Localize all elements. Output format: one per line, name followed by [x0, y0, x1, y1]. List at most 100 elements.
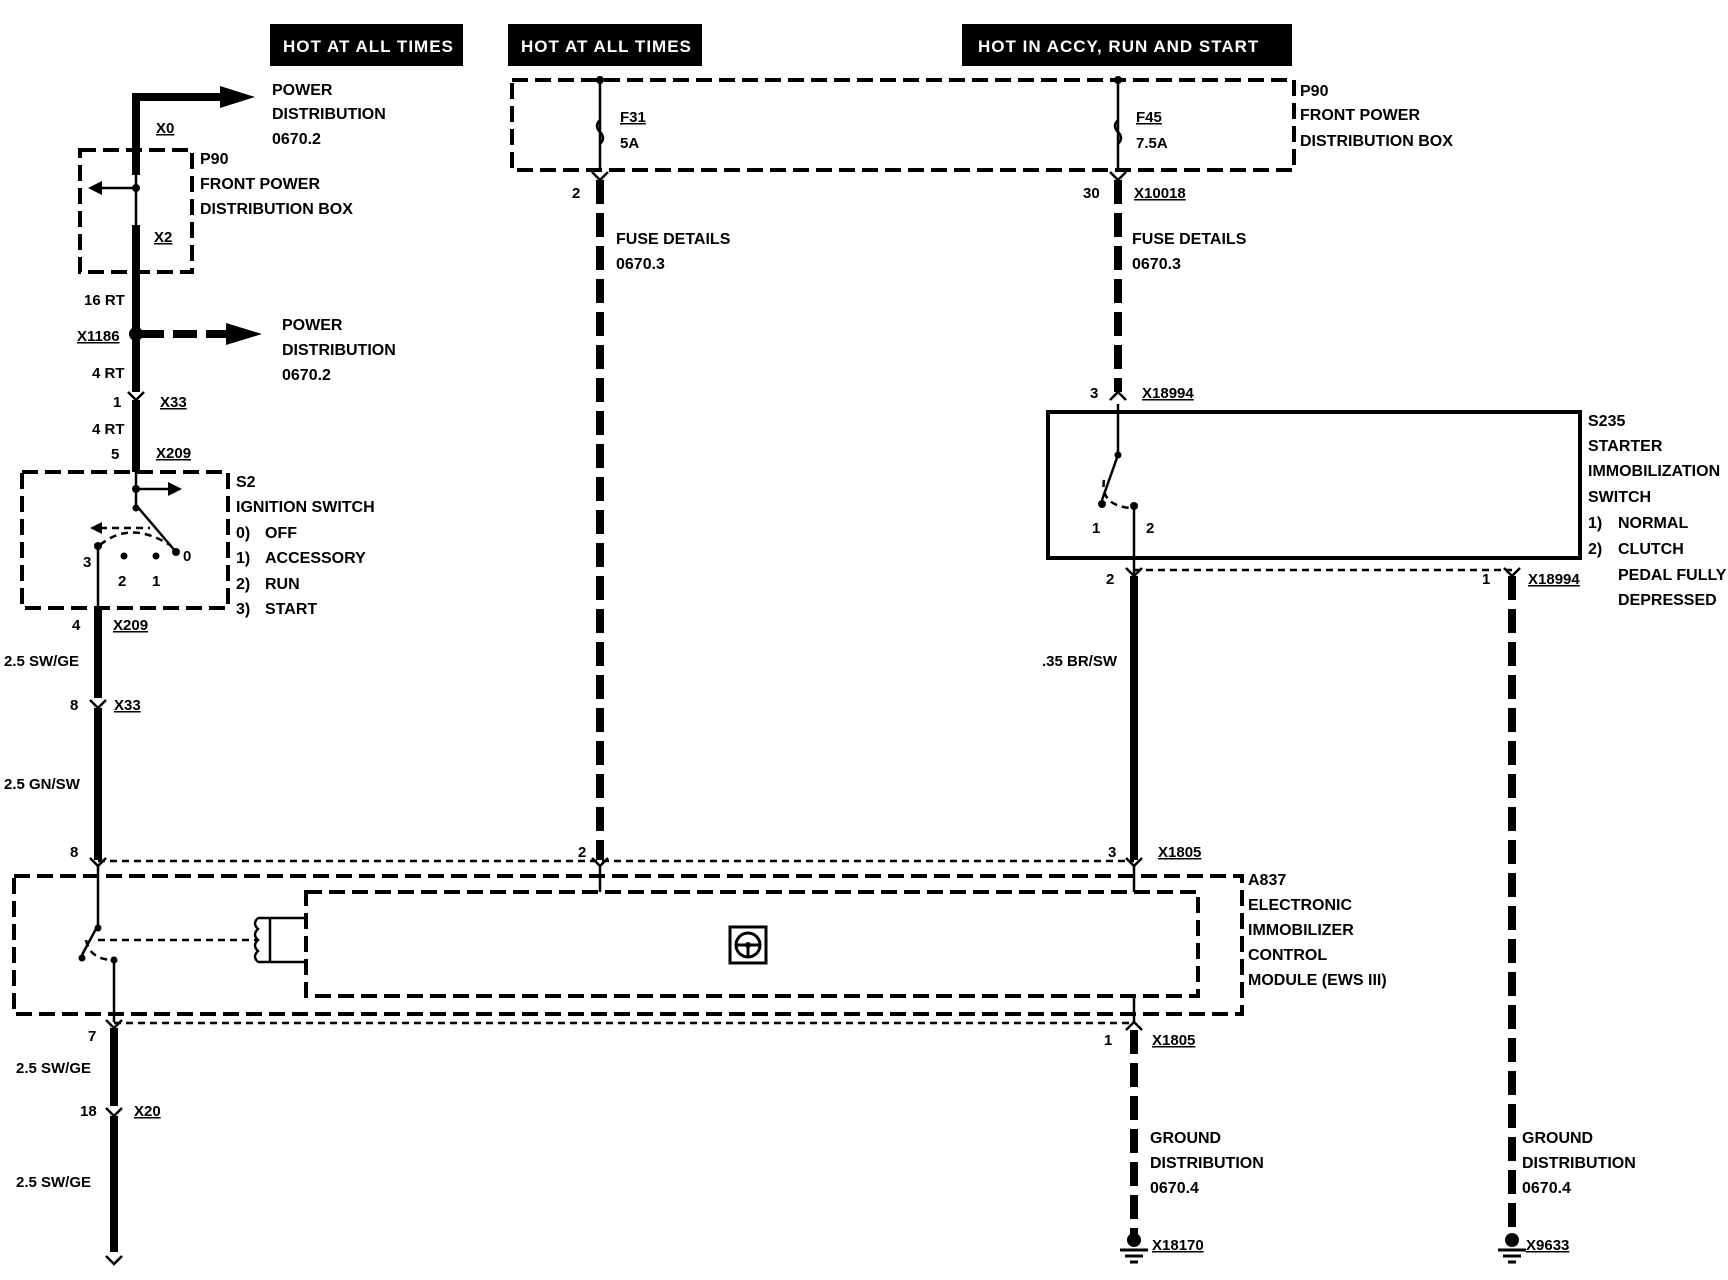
- starter-extra-1: PEDAL FULLY: [1618, 567, 1727, 584]
- starter-pos-2: 2: [1146, 520, 1154, 537]
- fuse-f45-symbol: [1113, 119, 1123, 145]
- connector-x9633: X9633: [1526, 1237, 1569, 1254]
- power-dist-top-line1: POWER: [272, 82, 333, 99]
- ignition-switch-id: S2: [236, 474, 256, 491]
- pin-1-module: 1: [1104, 1032, 1112, 1049]
- pin-2-s235: 2: [1106, 571, 1114, 588]
- wire-25gnsw-label: 2.5 GN/SW: [4, 776, 81, 793]
- p90-right-line2: FRONT POWER: [1300, 107, 1420, 124]
- header-middle-text: HOT AT ALL TIMES: [521, 37, 692, 56]
- ign-pos-3-label: START: [265, 601, 317, 618]
- header-left-text: HOT AT ALL TIMES: [283, 37, 454, 56]
- fuse-f31-rating: 5A: [620, 135, 639, 152]
- starter-switch-box: [1046, 410, 1582, 560]
- connector-x18994-a: X18994: [1142, 385, 1194, 402]
- pin-3-module: 3: [1108, 844, 1116, 861]
- pin-7-module: 7: [88, 1028, 96, 1045]
- switch-pos-0: 0: [183, 548, 191, 565]
- p90-left-line1: P90: [200, 151, 229, 168]
- pin-18-x20: 18: [80, 1103, 97, 1120]
- ign-pos-1-num: 1): [236, 550, 250, 567]
- starter-extra-2: DEPRESSED: [1618, 592, 1717, 609]
- header-hot-at-all-times-left: HOT AT ALL TIMES: [270, 24, 463, 66]
- starter-pos-1-label: NORMAL: [1618, 515, 1688, 532]
- connector-x209-b: X209: [113, 617, 148, 634]
- connector-x10018: X10018: [1134, 185, 1186, 202]
- connector-x20: X20: [134, 1103, 161, 1120]
- module-line3: IMMOBILIZER: [1248, 922, 1354, 939]
- ign-pos-1-label: ACCESSORY: [265, 550, 366, 567]
- ground-right-line3: 0670.4: [1522, 1180, 1571, 1197]
- immobilizer-module-box: [12, 874, 1244, 1016]
- wire-4rt-label-a: 4 RT: [92, 365, 125, 382]
- fuse-f31-id: F31: [620, 109, 646, 126]
- header-right-text: HOT IN ACCY, RUN AND START: [978, 37, 1259, 56]
- power-dist-mid-line2: DISTRIBUTION: [282, 342, 396, 359]
- header-hot-at-all-times-middle: HOT AT ALL TIMES: [508, 24, 702, 66]
- starter-switch-line2: STARTER: [1588, 438, 1663, 455]
- p90-right-line1: P90: [1300, 83, 1329, 100]
- fuse-details-right-2: 0670.3: [1132, 256, 1181, 273]
- ground-symbol-right: [1498, 1233, 1526, 1264]
- connector-x1186: X1186: [77, 328, 120, 345]
- wire-25swge-label-b: 2.5 SW/GE: [16, 1060, 91, 1077]
- module-line4: CONTROL: [1248, 947, 1327, 964]
- connector-x1805-b: X1805: [1152, 1032, 1195, 1049]
- pin-1-x33: 1: [113, 394, 121, 411]
- connector-x18170: X18170: [1152, 1237, 1204, 1254]
- fuse-f31-symbol: [595, 119, 605, 145]
- starter-pos-2-num: 2): [1588, 541, 1602, 558]
- p90-left-line2: FRONT POWER: [200, 176, 320, 193]
- p90-right-box: [510, 78, 1296, 172]
- starter-pos-1-num: 1): [1588, 515, 1602, 532]
- ground-left-line2: DISTRIBUTION: [1150, 1155, 1264, 1172]
- pin-8-x33: 8: [70, 697, 78, 714]
- power-dist-mid-line1: POWER: [282, 317, 343, 334]
- connector-x33-b: X33: [114, 697, 141, 714]
- wire-25swge-label-c: 2.5 SW/GE: [16, 1174, 91, 1191]
- ground-symbol-left: [1120, 1233, 1148, 1264]
- ignition-switch-box: [20, 470, 230, 610]
- wire-16rt-label: 16 RT: [84, 292, 125, 309]
- ground-right-line2: DISTRIBUTION: [1522, 1155, 1636, 1172]
- connector-x33-a: X33: [160, 394, 187, 411]
- immobilizer-module-inner: [304, 890, 1200, 998]
- power-feed-top: [132, 86, 255, 175]
- wire-4rt-label-b: 4 RT: [92, 421, 125, 438]
- wire-25swge-label-a: 2.5 SW/GE: [4, 653, 79, 670]
- starter-switch-line1: S235: [1588, 413, 1625, 430]
- ign-pos-0-label: OFF: [265, 525, 297, 542]
- ign-pos-2-num: 2): [236, 576, 250, 593]
- module-line5: MODULE (EWS III): [1248, 972, 1387, 989]
- pin-8-module: 8: [70, 844, 78, 861]
- module-line2: ELECTRONIC: [1248, 897, 1352, 914]
- ignition-switch-name: IGNITION SWITCH: [236, 499, 375, 516]
- power-dist-mid-line3: 0670.2: [282, 367, 331, 384]
- ign-pos-2-label: RUN: [265, 576, 300, 593]
- p90-right-line3: DISTRIBUTION BOX: [1300, 133, 1453, 150]
- immobilizer-icon: [728, 925, 768, 965]
- pin-3-x18994: 3: [1090, 385, 1098, 402]
- ground-right-line1: GROUND: [1522, 1130, 1593, 1147]
- power-dist-top-line3: 0670.2: [272, 131, 321, 148]
- fuse-f45-rating: 7.5A: [1136, 135, 1168, 152]
- starter-switch-line3: IMMOBILIZATION: [1588, 463, 1720, 480]
- pin-4-x209: 4: [72, 617, 81, 634]
- pin-1-s235: 1: [1482, 571, 1490, 588]
- ground-left-line3: 0670.4: [1150, 1180, 1199, 1197]
- switch-pos-3: 3: [83, 554, 91, 571]
- pin-30-fuse: 30: [1083, 185, 1100, 202]
- ground-left-line1: GROUND: [1150, 1130, 1221, 1147]
- starter-pos-1: 1: [1092, 520, 1100, 537]
- p90-left-line3: DISTRIBUTION BOX: [200, 201, 353, 218]
- switch-pos-2: 2: [118, 573, 126, 590]
- pin-2-module: 2: [578, 844, 586, 861]
- fuse-details-right-1: FUSE DETAILS: [1132, 231, 1247, 248]
- starter-switch-line4: SWITCH: [1588, 489, 1651, 506]
- ign-pos-0-num: 0): [236, 525, 250, 542]
- pin-5-x209: 5: [111, 446, 119, 463]
- fuse-details-left-1: FUSE DETAILS: [616, 231, 731, 248]
- connector-x2: X2: [154, 229, 172, 246]
- module-line1: A837: [1248, 872, 1286, 889]
